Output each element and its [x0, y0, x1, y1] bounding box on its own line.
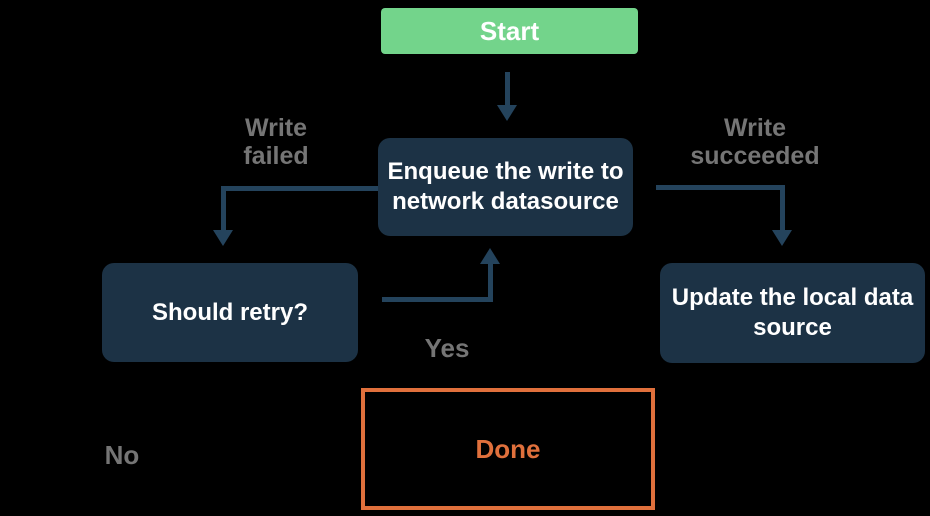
node-update-local-source: Update the local data source — [660, 263, 925, 363]
node-start: Start — [381, 8, 638, 54]
arrow-retry-to-enqueue-horizontal-segment — [382, 297, 491, 302]
node-start-label: Start — [479, 15, 540, 46]
arrowhead-down-enqueue-to-update — [772, 230, 792, 246]
arrowhead-up-retry-to-enqueue — [480, 248, 500, 264]
node-update-local-source-line1: Update the local data — [671, 284, 914, 311]
arrowhead-down-enqueue-to-retry — [213, 230, 233, 246]
edge-label-write-failed: Write failed — [196, 114, 356, 170]
arrow-start-to-enqueue-segment — [505, 72, 510, 106]
arrowhead-down-start-to-enqueue — [497, 105, 517, 121]
node-update-local-source-line2: source — [753, 314, 832, 341]
node-enqueue-write: Enqueue the write to network datasource — [378, 138, 633, 236]
node-done-label: Done — [475, 433, 541, 464]
node-enqueue-write-line2: network datasource — [392, 188, 619, 215]
arrow-enqueue-to-update-vertical-segment — [780, 185, 785, 232]
edge-label-write-failed-line1: Write — [244, 114, 308, 142]
node-should-retry-label: Should retry? — [151, 298, 308, 326]
arrow-enqueue-to-retry-horizontal-segment — [223, 186, 378, 191]
arrow-enqueue-to-retry-vertical-segment — [221, 186, 226, 232]
edge-label-write-failed-line2: failed — [243, 142, 309, 170]
edge-label-write-succeeded: Write succeeded — [675, 114, 835, 170]
edge-label-write-succeeded-line2: succeeded — [690, 142, 820, 170]
arrow-enqueue-to-update-horizontal-segment — [656, 185, 783, 190]
node-enqueue-write-line1: Enqueue the write to — [387, 158, 624, 185]
arrow-retry-to-enqueue-vertical-segment — [488, 262, 493, 302]
edge-label-write-succeeded-line1: Write — [723, 114, 787, 142]
edge-label-yes: Yes — [424, 333, 470, 363]
node-done: Done — [361, 388, 655, 510]
edge-label-no: No — [104, 440, 140, 470]
node-should-retry: Should retry? — [102, 263, 358, 362]
